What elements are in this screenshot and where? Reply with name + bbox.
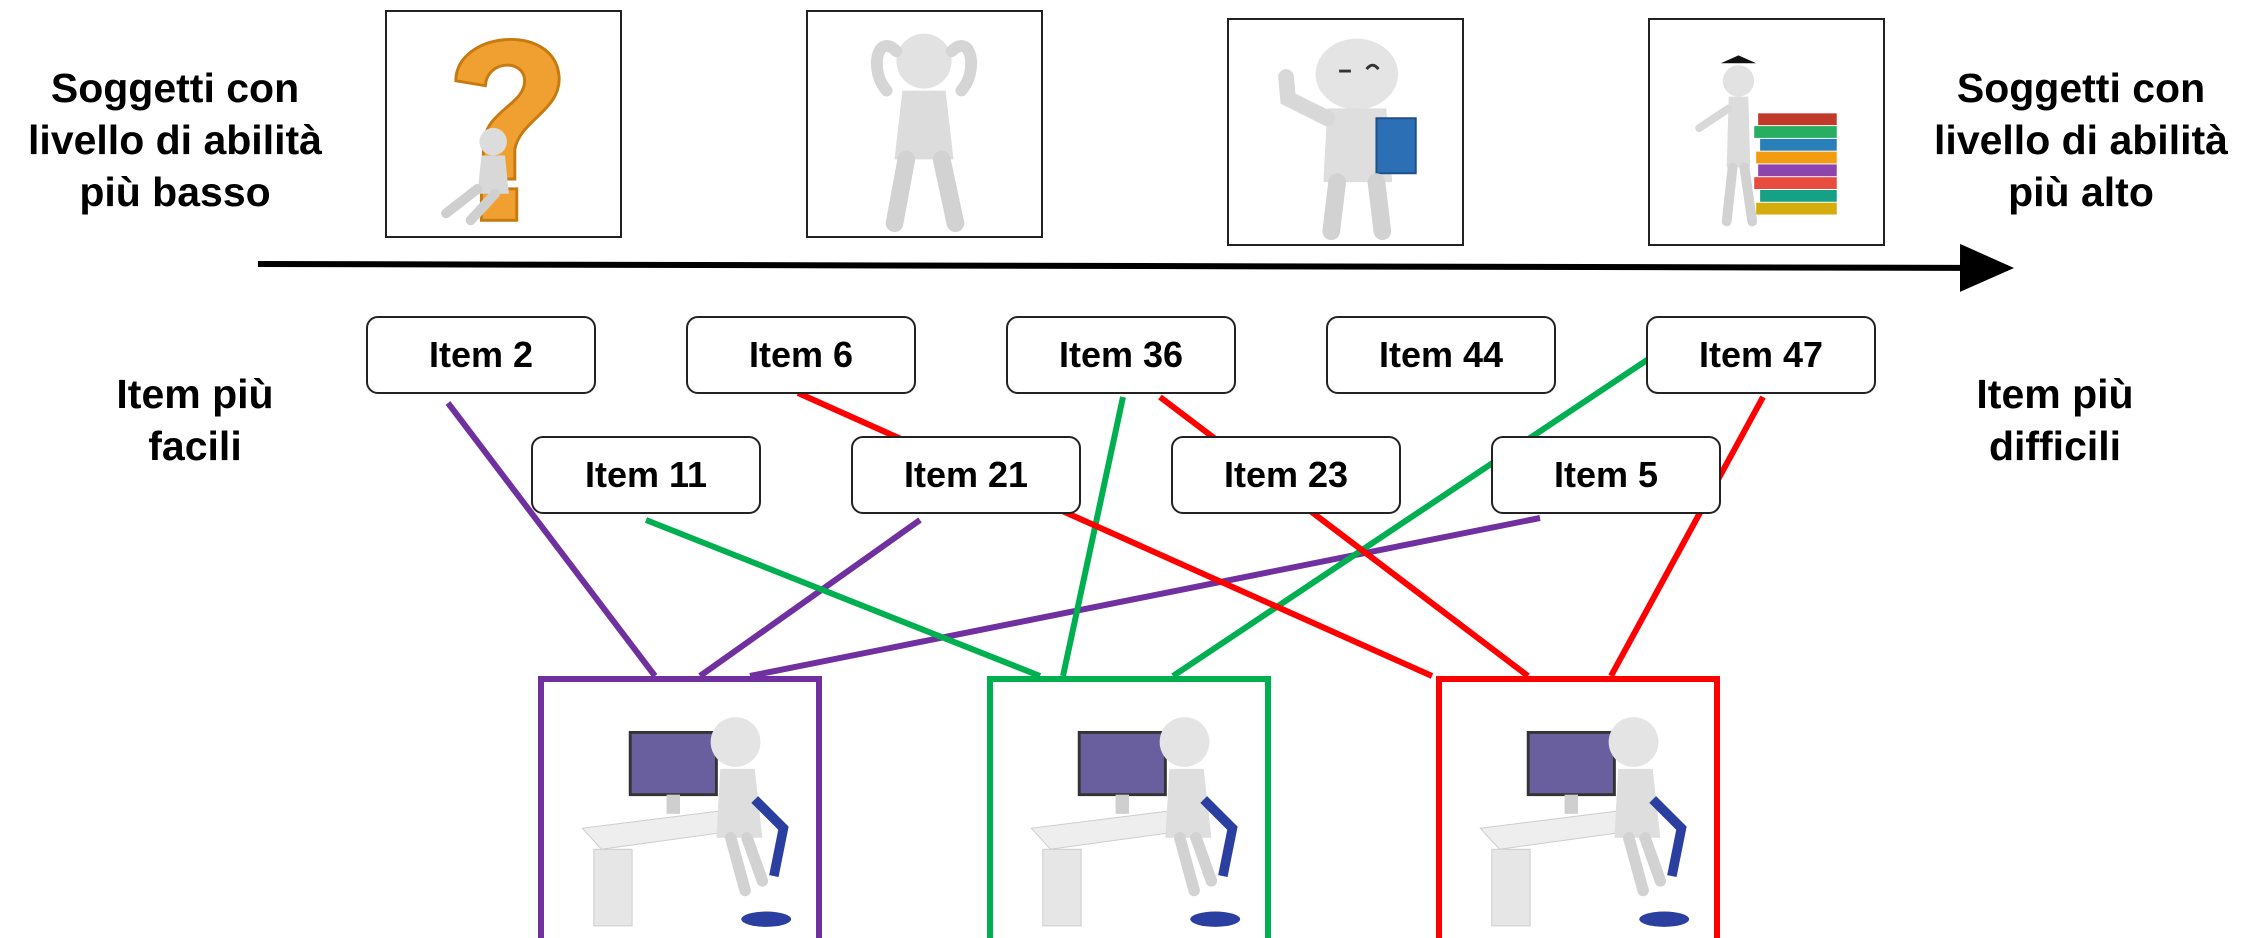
computer-user-purple <box>538 676 822 938</box>
question-mark-figure-icon <box>441 37 561 226</box>
connector-item47-pc2 <box>1171 355 1652 679</box>
computer-user-green <box>987 676 1271 938</box>
person-at-computer-icon <box>1479 717 1690 927</box>
easy-items-label: Item più facili <box>116 371 274 469</box>
item-box: Item 5 <box>1491 436 1721 514</box>
person-at-computer-icon <box>1030 717 1241 927</box>
picture-graduate <box>1648 18 1885 246</box>
hard-items-label: Item più difficili <box>1976 371 2134 469</box>
picture-thumbs-up <box>1227 18 1464 246</box>
picture-question-mark <box>385 10 622 238</box>
high-ability-label: Soggetti con livello di abilità più alto <box>1934 65 2228 215</box>
picture-confused <box>806 10 1043 238</box>
graduate-books-figure-icon <box>1695 55 1837 227</box>
connector-item2-pc1 <box>445 401 658 678</box>
low-ability-label: Soggetti con livello di abilità più bass… <box>28 65 322 215</box>
item-box: Item 11 <box>531 436 761 514</box>
item-box: Item 21 <box>851 436 1081 514</box>
computer-user-red <box>1436 676 1720 938</box>
connector-item47-pc3 <box>1608 395 1766 678</box>
item-box: Item 23 <box>1171 436 1401 514</box>
item-box: Item 36 <box>1006 316 1236 394</box>
item-box: Item 6 <box>686 316 916 394</box>
thumbs-up-figure-icon <box>1278 38 1417 241</box>
item-box: Item 44 <box>1326 316 1556 394</box>
ability-arrow <box>257 243 2014 292</box>
item-box: Item 2 <box>366 316 596 394</box>
connector-item5-pc1 <box>749 515 1541 679</box>
confused-figure-icon <box>870 33 978 233</box>
item-box: Item 47 <box>1646 316 1876 394</box>
connector-item21-pc1 <box>698 517 922 679</box>
connector-item36-pc2 <box>1060 396 1126 677</box>
connector-item11-pc2 <box>644 517 1042 679</box>
person-at-computer-icon <box>581 717 792 927</box>
